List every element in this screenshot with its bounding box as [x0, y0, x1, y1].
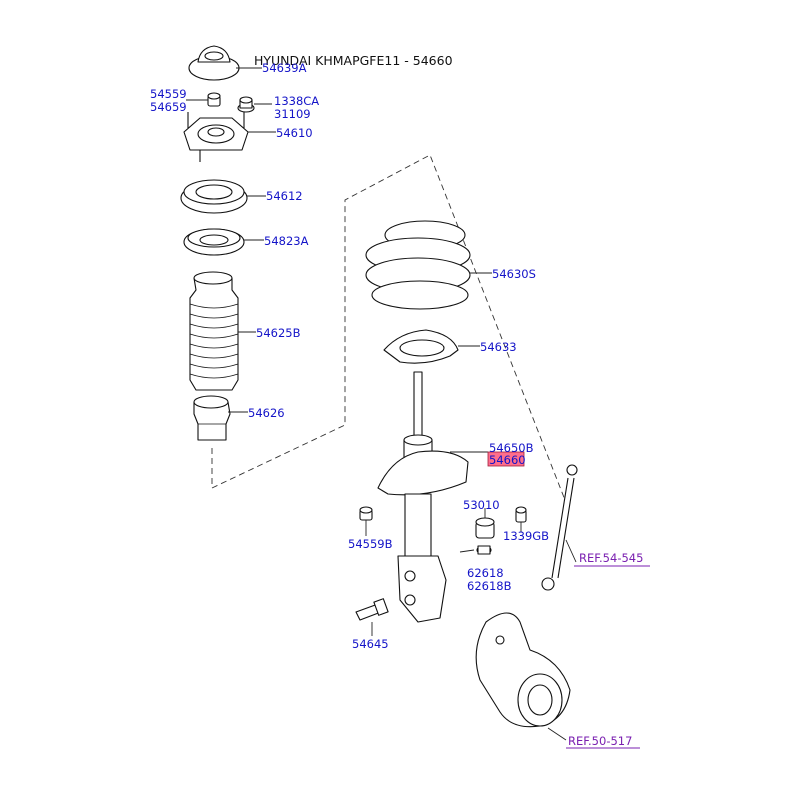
label-54625B[interactable]: 54625B	[256, 326, 301, 340]
diagram-title: HYUNDAI KHMAPGFE11 - 54660	[254, 53, 453, 68]
strut-nut[interactable]	[359, 506, 373, 521]
label-1338CA[interactable]: 1338CA	[274, 94, 319, 108]
label-54645[interactable]: 54645	[352, 637, 389, 651]
washer[interactable]	[476, 545, 492, 555]
stabilizer-nut[interactable]	[515, 506, 527, 523]
lock-nut[interactable]	[207, 92, 221, 107]
ref-link-54-545[interactable]: REF.54-545	[579, 551, 643, 565]
stabilizer-link[interactable]	[541, 464, 578, 591]
label-54626[interactable]: 54626	[248, 406, 285, 420]
assembly-boundary	[211, 154, 566, 501]
label-54660[interactable]: 54660	[489, 453, 526, 467]
flange-nut[interactable]	[237, 96, 255, 113]
label-54659[interactable]: 54659	[150, 100, 187, 114]
coil-spring[interactable]	[365, 220, 471, 310]
label-54610[interactable]: 54610	[276, 126, 313, 140]
label-54650B[interactable]: 54650B	[489, 441, 534, 455]
label-62618[interactable]: 62618	[467, 566, 504, 580]
label-53010[interactable]: 53010	[463, 498, 500, 512]
highlight-selected-part	[487, 451, 525, 467]
label-54559[interactable]: 54559	[150, 87, 187, 101]
label-1339GB[interactable]: 1339GB	[503, 529, 549, 543]
dust-boot[interactable]	[189, 271, 239, 391]
label-54612[interactable]: 54612	[266, 189, 303, 203]
strut-bearing[interactable]	[180, 179, 248, 214]
stabilizer-bushing[interactable]	[475, 517, 495, 539]
steering-knuckle[interactable]	[475, 612, 571, 728]
ref-link-50-517[interactable]: REF.50-517	[568, 734, 632, 748]
strut-top-cap[interactable]	[188, 45, 240, 81]
strut-assembly[interactable]	[377, 371, 469, 623]
strut-mount[interactable]	[183, 112, 249, 162]
label-54639A[interactable]: 54639A	[262, 61, 307, 75]
bump-stop[interactable]	[193, 395, 231, 441]
label-54559B[interactable]: 54559B	[348, 537, 393, 551]
label-54823A[interactable]: 54823A	[264, 234, 309, 248]
label-54630S[interactable]: 54630S	[492, 267, 536, 281]
strut-bolt[interactable]	[355, 598, 389, 621]
spring-seat-upper[interactable]	[183, 228, 245, 256]
label-31109[interactable]: 31109	[274, 107, 311, 121]
label-62618B[interactable]: 62618B	[467, 579, 512, 593]
spring-pad-lower[interactable]	[383, 329, 459, 364]
label-54633[interactable]: 54633	[480, 340, 517, 354]
